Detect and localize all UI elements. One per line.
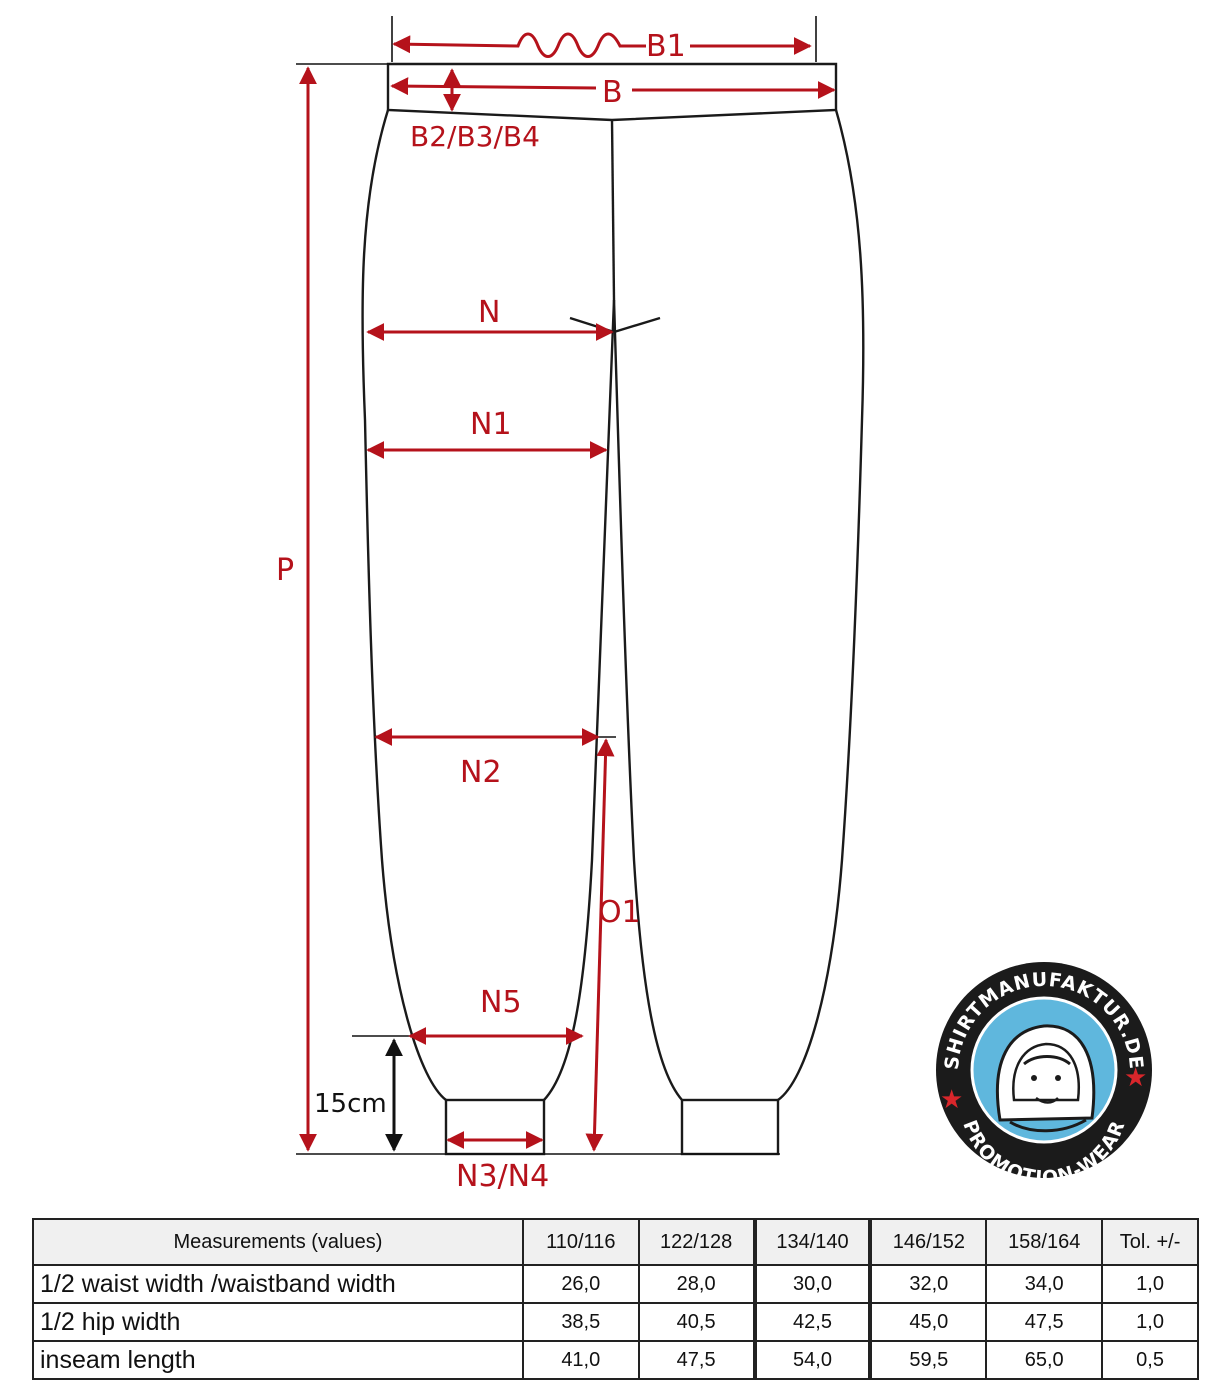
left-cuff xyxy=(444,1098,546,1156)
extension-lines xyxy=(296,16,817,1155)
row-label: inseam length xyxy=(32,1340,524,1380)
size-chart-table: Measurements (values) 110/116 122/128 13… xyxy=(32,1218,1199,1380)
dimension-labels: B1 B B2/B3/B4 P N N1 N2 O1 N5 15cm N3/N4 xyxy=(276,29,686,1194)
table-row: 1/2 waist width /waistband width 26,0 28… xyxy=(32,1264,1199,1304)
label-b234: B2/B3/B4 xyxy=(410,120,540,153)
table-header-row: Measurements (values) 110/116 122/128 13… xyxy=(32,1218,1199,1266)
header-size-134-140: 134/140 xyxy=(752,1218,872,1266)
cell-value: 47,5 xyxy=(985,1302,1104,1342)
cell-value: 0,5 xyxy=(1101,1340,1199,1380)
header-size-158-164: 158/164 xyxy=(985,1218,1104,1266)
left-leg-inner-outline xyxy=(543,299,616,1101)
label-b: B xyxy=(602,75,623,110)
row-label: 1/2 hip width xyxy=(32,1302,524,1342)
table-row: inseam length 41,0 47,5 54,0 59,5 65,0 0… xyxy=(32,1340,1199,1380)
label-n1: N1 xyxy=(470,407,512,442)
label-n34: N3/N4 xyxy=(456,1159,549,1194)
crotch-mark-left xyxy=(569,316,615,334)
b-dimension xyxy=(390,77,597,96)
right-cuff xyxy=(680,1098,780,1156)
cell-value: 59,5 xyxy=(868,1340,988,1380)
cell-value: 40,5 xyxy=(637,1302,756,1342)
label-b1: B1 xyxy=(646,29,686,64)
header-size-122-128: 122/128 xyxy=(637,1218,756,1266)
svg-text:★: ★ xyxy=(940,1085,963,1115)
cell-value: 45,0 xyxy=(868,1302,988,1342)
row-label: 1/2 waist width /waistband width xyxy=(32,1264,524,1304)
cell-value: 47,5 xyxy=(637,1340,756,1380)
right-leg-inner-outline xyxy=(612,299,683,1101)
pants-outline xyxy=(361,62,865,1156)
cell-value: 54,0 xyxy=(752,1340,872,1380)
header-size-110-116: 110/116 xyxy=(521,1218,640,1266)
label-n2: N2 xyxy=(460,755,502,790)
cell-value: 28,0 xyxy=(637,1264,756,1304)
label-n5: N5 xyxy=(480,985,522,1020)
shirtmanufaktur-badge: ★ ★ SHIRTMANUFAKTUR.DE PROMOTION-WEAR xyxy=(936,962,1152,1189)
label-o1: O1 xyxy=(598,895,641,930)
left-leg-outline xyxy=(361,109,447,1101)
cell-value: 30,0 xyxy=(752,1264,872,1304)
pants-measurement-diagram: B1 B B2/B3/B4 P N N1 N2 O1 N5 15cm N3/N4… xyxy=(276,16,1152,1194)
label-p: P xyxy=(276,553,294,588)
cell-value: 32,0 xyxy=(868,1264,988,1304)
center-seam xyxy=(610,119,616,301)
header-tolerance: Tol. +/- xyxy=(1101,1218,1199,1266)
waistband-outline xyxy=(386,62,838,122)
cell-value: 42,5 xyxy=(752,1302,872,1342)
crotch-mark-right xyxy=(613,316,661,334)
cell-value: 38,5 xyxy=(521,1302,640,1342)
header-size-146-152: 146/152 xyxy=(868,1218,988,1266)
label-n: N xyxy=(478,295,500,330)
right-leg-outline xyxy=(777,109,865,1101)
cell-value: 34,0 xyxy=(985,1264,1104,1304)
table-row: 1/2 hip width 38,5 40,5 42,5 45,0 47,5 1… xyxy=(32,1302,1199,1342)
label-cuff-height: 15cm xyxy=(314,1089,387,1119)
header-measurements: Measurements (values) xyxy=(32,1218,524,1266)
cell-value: 26,0 xyxy=(521,1264,640,1304)
cell-value: 65,0 xyxy=(985,1340,1104,1380)
svg-text:★: ★ xyxy=(1124,1063,1147,1093)
cell-value: 1,0 xyxy=(1101,1264,1199,1304)
o1-dimension xyxy=(585,738,615,1152)
dimension-lines xyxy=(299,34,836,1152)
cell-value: 41,0 xyxy=(521,1340,640,1380)
cell-value: 1,0 xyxy=(1101,1302,1199,1342)
